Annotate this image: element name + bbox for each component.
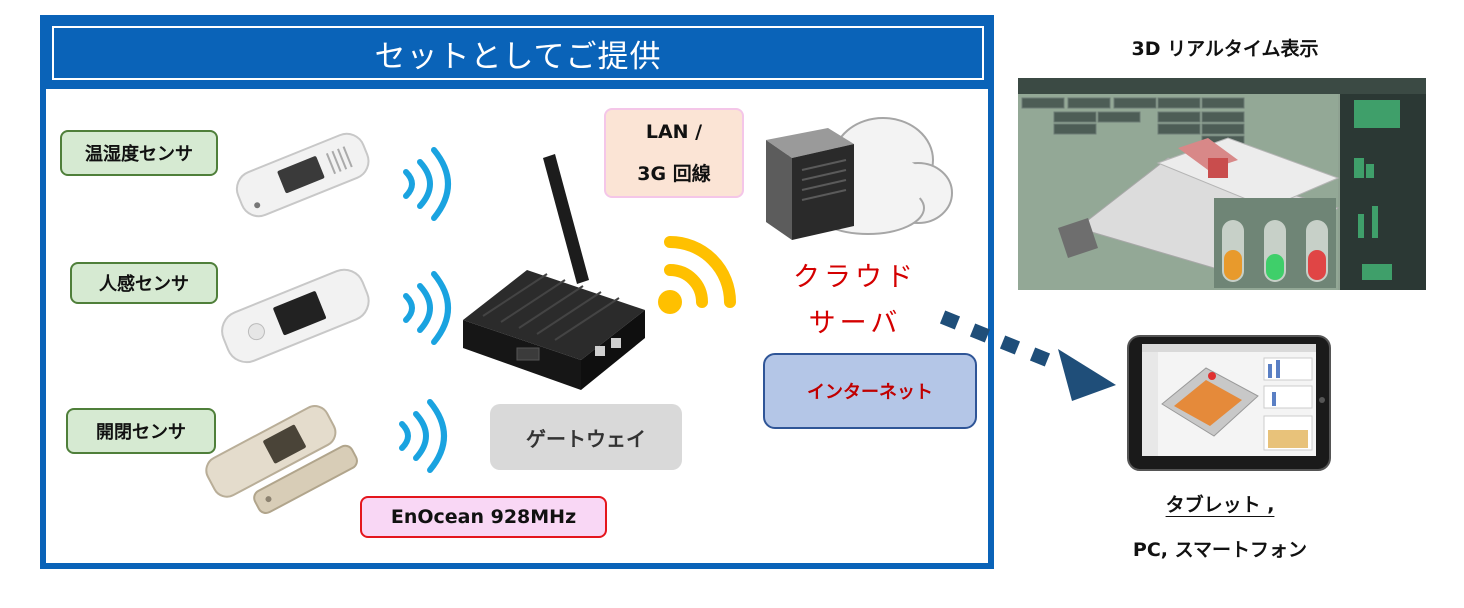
kit-title: セットとしてご提供 bbox=[52, 26, 984, 80]
tablet-device-image bbox=[1127, 335, 1331, 471]
wifi-signal-icon bbox=[658, 236, 736, 314]
network-connection-line-1: LAN / bbox=[645, 121, 703, 143]
kit-header-bar bbox=[44, 19, 990, 89]
sensor-label-motion: 人感センサ bbox=[70, 262, 218, 304]
gateway-device-image bbox=[463, 154, 645, 390]
device-caption-tablet: タブレット , bbox=[1120, 490, 1320, 517]
door-sensor-image bbox=[205, 405, 358, 514]
device-caption-tablet-text: タブレット , bbox=[1165, 494, 1275, 516]
cloud-server-icon bbox=[766, 117, 953, 240]
data-flow-arrow bbox=[940, 310, 1116, 401]
device-caption-pc-smartphone: PC, スマートフォン bbox=[1132, 539, 1308, 561]
network-connection-line-2: 3G 回線 bbox=[637, 163, 711, 185]
cloud-server-label-line-1: クラウド bbox=[793, 262, 917, 293]
wireless-wave-icon bbox=[403, 271, 451, 345]
wireless-wave-icon bbox=[403, 147, 451, 221]
sensor-label-temp-humidity: 温湿度センサ bbox=[60, 130, 218, 176]
realtime-display-title: 3D リアルタイム表示 bbox=[1131, 38, 1319, 60]
motion-sensor-image bbox=[221, 268, 370, 364]
wireless-wave-icon bbox=[399, 399, 447, 473]
gateway-label: ゲートウェイ bbox=[490, 404, 682, 470]
sensor-label-door: 開閉センサ bbox=[66, 408, 216, 454]
temp-humidity-sensor-image bbox=[235, 132, 370, 218]
cloud-server-label: クラウド サーバ bbox=[770, 255, 940, 347]
cloud-server-label-line-2: サーバ bbox=[808, 308, 902, 339]
network-connection-box: LAN / 3G 回線 bbox=[604, 108, 744, 198]
internet-box: インターネット bbox=[763, 353, 977, 429]
realtime-3d-dashboard-screenshot bbox=[1018, 78, 1426, 290]
enocean-frequency-box: EnOcean 928MHz bbox=[360, 496, 607, 538]
